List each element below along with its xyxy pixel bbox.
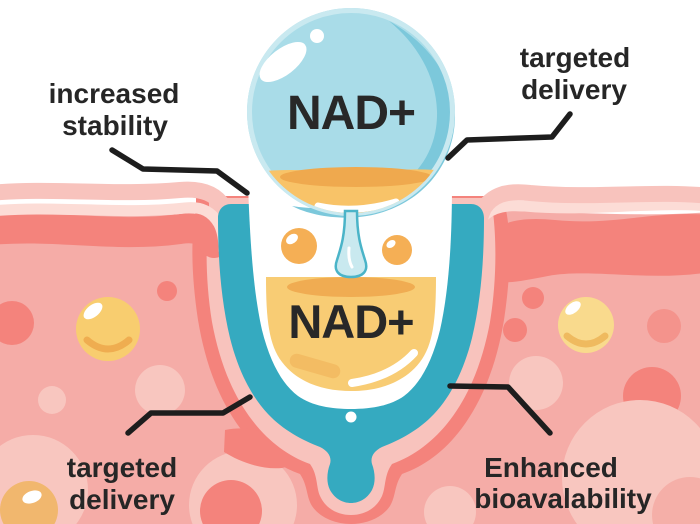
nad-droplets [281, 228, 412, 265]
annotation-text: targeted [67, 452, 177, 483]
cell-highlight [22, 490, 42, 504]
cell-smile [563, 332, 609, 348]
cell-blob [157, 281, 177, 301]
cell-highlight [565, 301, 581, 315]
bubble-liquid-highlight [314, 198, 400, 213]
capsule-label: NAD+ [288, 295, 413, 348]
annotation-line [447, 383, 553, 436]
annotation-line [125, 394, 253, 436]
yellow-cell-right [558, 297, 614, 353]
bubble-gloss [259, 41, 307, 83]
salmon-band-right [478, 214, 700, 283]
cell-smile [83, 336, 133, 353]
cell-blob [503, 318, 527, 342]
annotation-text: delivery [521, 74, 627, 105]
cell-blob [200, 480, 262, 524]
cell-blob [38, 386, 66, 414]
annotation-enhanced-bioavailability: Enhanced bioavalability [447, 383, 652, 514]
bubble-drip [334, 209, 368, 279]
annotation-line [109, 147, 250, 196]
yellow-cell-left [76, 297, 140, 361]
annotation-text: stability [62, 110, 168, 141]
bubble-gloss-dot [310, 29, 324, 43]
cell-blob [647, 309, 681, 343]
annotation-targeted-delivery-top: targeted delivery [445, 42, 630, 161]
annotations: increased stability targeted delivery ta… [49, 42, 652, 515]
droplet-right [382, 235, 412, 265]
bubble-label: NAD+ [287, 87, 415, 140]
annotation-text: bioavalability [474, 483, 652, 514]
cell-blob [0, 301, 34, 345]
capsule-opening [287, 277, 415, 297]
annotation-text: delivery [69, 484, 175, 515]
channel-dot [345, 411, 357, 423]
bubble-drip-highlight [347, 246, 354, 269]
cell-blob [424, 486, 476, 524]
cell-highlight [83, 302, 103, 320]
cell-blob [652, 477, 700, 524]
droplet-left [281, 228, 317, 264]
capsule-highlight [348, 349, 418, 387]
cell-blob [135, 365, 185, 415]
capsule: NAD+ [266, 277, 436, 391]
annotation-text: targeted [520, 42, 630, 73]
cell-blob [509, 356, 563, 410]
droplet-right-highlight [386, 239, 396, 249]
annotation-text: Enhanced [484, 452, 618, 483]
cell-blob [522, 287, 544, 309]
surface-salmon-band-left [0, 213, 229, 258]
capsule-shade [289, 353, 341, 379]
droplet-left-highlight [286, 233, 298, 245]
annotation-increased-stability: increased stability [49, 78, 250, 196]
liposome-bubble: NAD+ [247, 8, 456, 279]
annotation-targeted-delivery-bottom: targeted delivery [67, 394, 253, 515]
annotation-line [445, 111, 573, 161]
orange-cell-bottom-left [0, 481, 58, 524]
annotation-text: increased [49, 78, 180, 109]
bubble-liquid-surface [280, 167, 432, 187]
